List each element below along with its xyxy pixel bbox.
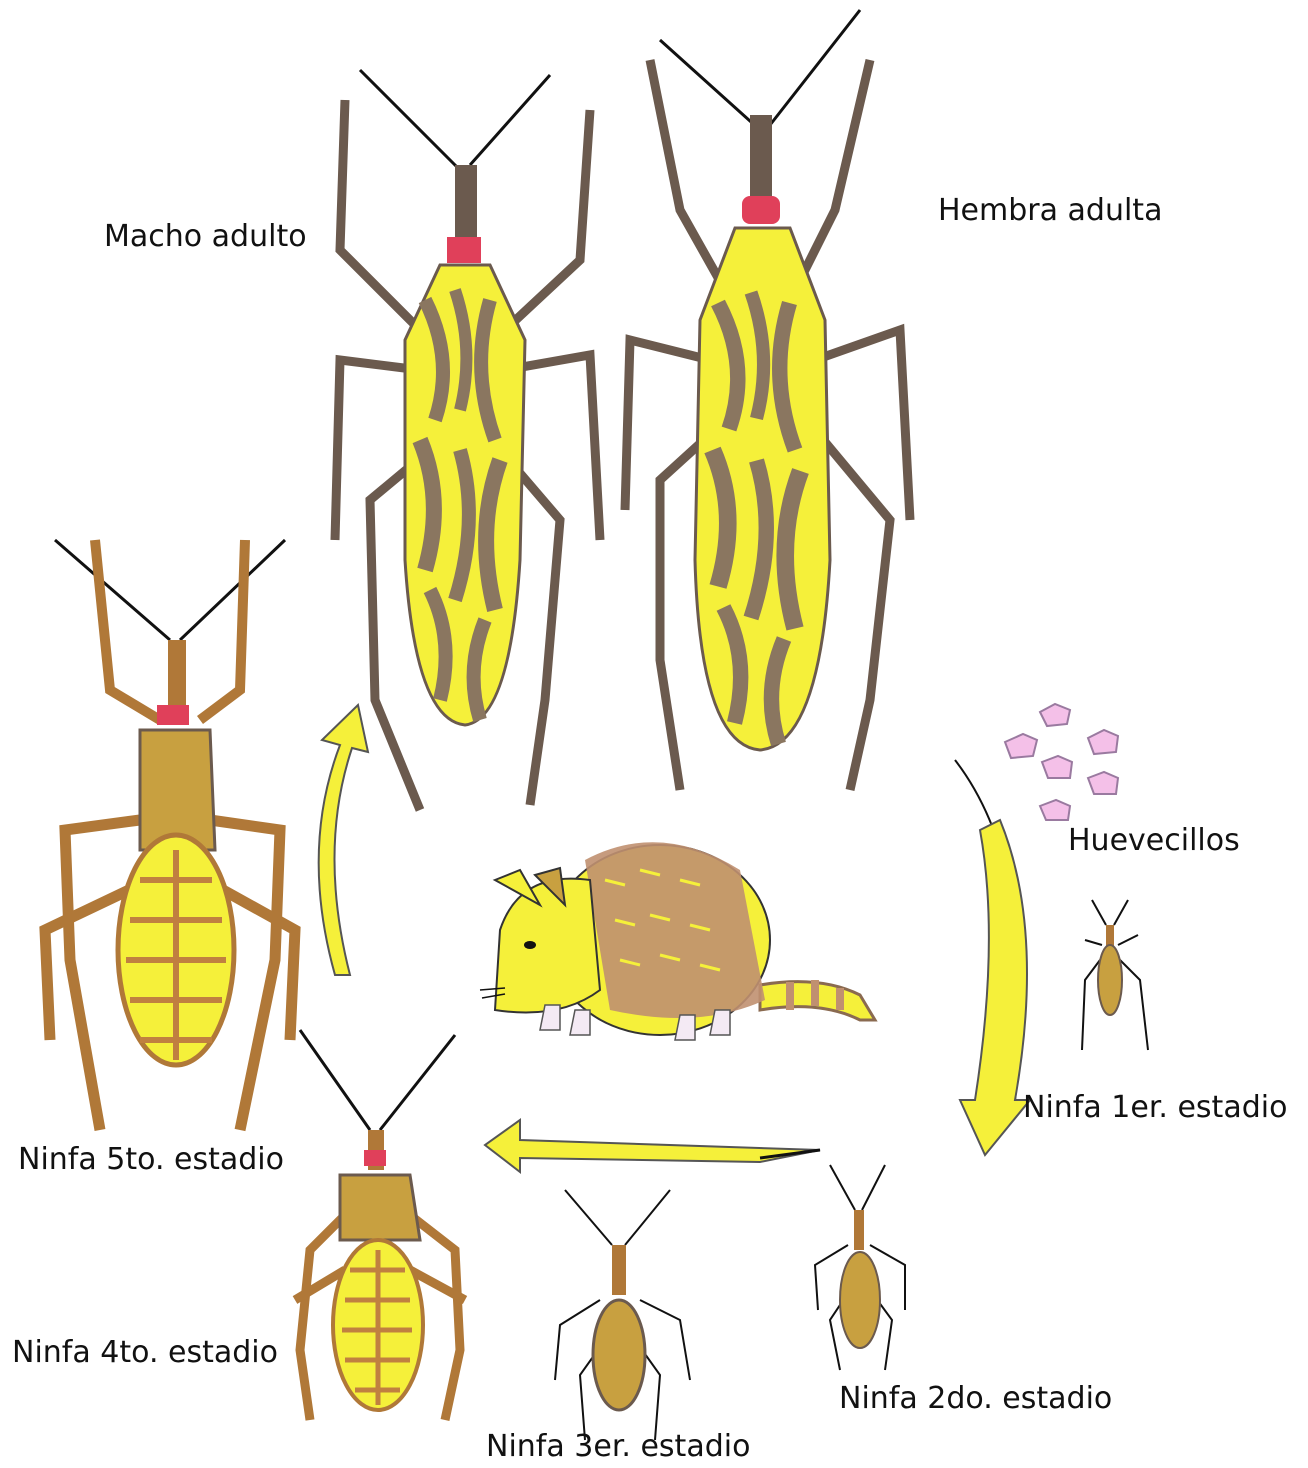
nymph-2-bug [815, 1165, 905, 1370]
label-male-adult: Macho adulto [104, 222, 307, 252]
armadillo-illustration [480, 842, 875, 1040]
arrow-nymph2-to-nymph3 [485, 1120, 820, 1172]
egg-cluster-icon [1005, 704, 1118, 820]
nymph-4-bug [295, 1030, 465, 1420]
male-adult-bug [335, 70, 600, 810]
label-eggs: Huevecillos [1068, 826, 1240, 856]
arrow-nymph5-to-adult [319, 705, 368, 975]
nymph-5-bug [45, 540, 295, 1130]
label-female-adult: Hembra adulta [938, 196, 1162, 226]
label-nymph-4: Ninfa 4to. estadio [12, 1338, 278, 1368]
nymph-3-bug [555, 1190, 690, 1440]
nymph-1-bug [1082, 900, 1148, 1050]
label-nymph-5: Ninfa 5to. estadio [18, 1145, 284, 1175]
label-nymph-3: Ninfa 3er. estadio [486, 1432, 750, 1462]
label-nymph-2: Ninfa 2do. estadio [839, 1384, 1112, 1414]
arrow-eggs-to-nymph1 [955, 760, 1030, 1155]
label-nymph-1: Ninfa 1er. estadio [1023, 1093, 1287, 1123]
female-adult-bug [625, 10, 910, 790]
